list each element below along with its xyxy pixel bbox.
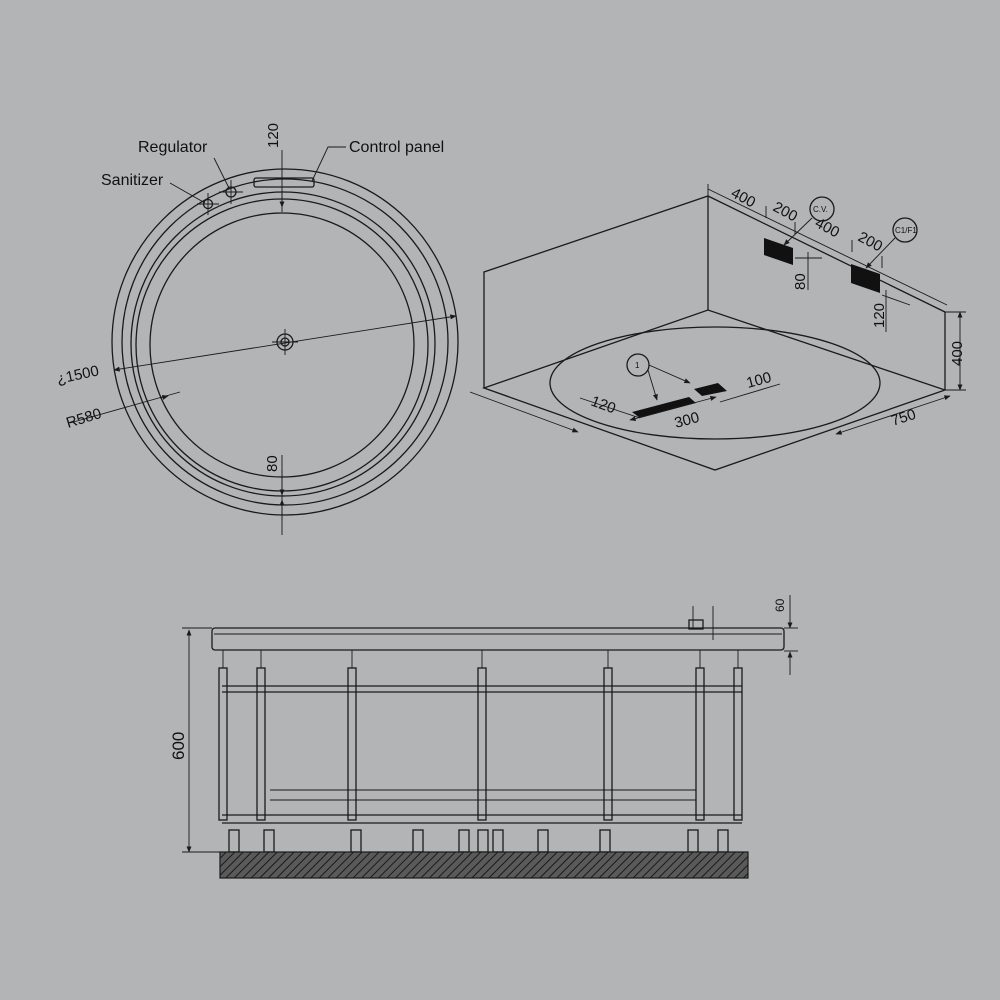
iso-dim-400-b: 400: [812, 215, 842, 242]
dim-80-bottom: 80: [264, 455, 281, 472]
sanitizer-fitting: [197, 193, 219, 215]
iso-wall-box-c1f1: [851, 264, 880, 293]
iso-dim-floor-120: 120: [589, 393, 618, 418]
iso-dim-750: 750: [889, 406, 918, 430]
iso-dim-80: 80: [792, 273, 809, 290]
iso-dim-400-height: 400: [949, 341, 966, 366]
regulator-label: Regulator: [138, 139, 208, 156]
control-panel-slot: [253, 177, 315, 188]
iso-dim-floor-300: 300: [673, 409, 702, 432]
control-bump: [688, 619, 704, 630]
iso-dim-200-b: 200: [855, 229, 885, 256]
sanitizer-label: Sanitizer: [101, 172, 164, 189]
callout-cv-bubble: [809, 196, 835, 222]
regulator-leader: [213, 157, 230, 189]
callout-c1f1: C1/F1: [895, 226, 917, 235]
iso-wall-box-cv: [764, 238, 793, 265]
sanitizer-leader: [169, 182, 206, 204]
iso-dim-floor-100: 100: [745, 369, 774, 392]
dim-60: 60: [773, 598, 787, 612]
iso-top-dim-line: [707, 188, 948, 306]
diameter-line: [113, 314, 457, 372]
iso-tub-outline: [549, 326, 881, 440]
frame-posts: [218, 667, 743, 821]
tub-outer-rim: [111, 168, 459, 516]
callout-one: 1: [635, 361, 640, 370]
iso-view: 400 200 400 200 C.V. C1/F1 1 80 120 400 …: [469, 184, 966, 471]
tub-basin-edge: [130, 191, 436, 497]
adjustable-feet: [228, 829, 729, 853]
iso-floor-box-b: [694, 383, 727, 396]
iso-dim-400-a: 400: [728, 185, 758, 212]
dim-radius: R580: [64, 405, 103, 432]
callout-c1f1-bubble: [892, 217, 918, 243]
control-panel-label: Control panel: [349, 139, 444, 156]
dim-600: 600: [169, 732, 188, 760]
top-view: Regulator Sanitizer Control panel 120 80…: [55, 123, 459, 535]
tub-rim-side: [211, 627, 785, 651]
post-connectors: [222, 650, 739, 668]
control-panel-leader: [311, 146, 346, 182]
callout-cv: C.V.: [813, 205, 828, 214]
side-view: 600 60: [169, 595, 798, 879]
floor-slab: [219, 851, 749, 879]
dim-diameter: ¿1500: [55, 362, 100, 387]
dim-120-top: 120: [265, 123, 282, 148]
iso-back-walls: [483, 195, 946, 388]
iso-dim-120: 120: [871, 303, 888, 328]
regulator-fitting: [219, 180, 243, 204]
